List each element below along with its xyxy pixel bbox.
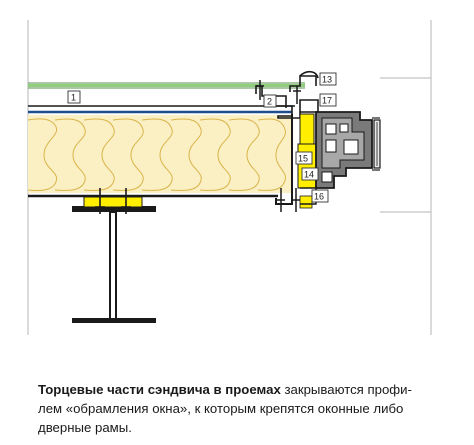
tag-14: 14	[301, 167, 319, 181]
tag-1: 1	[67, 90, 81, 104]
figure-caption: Торцевые части сэндвича в проемах закрыв…	[38, 380, 458, 437]
tag-13: 13	[319, 72, 337, 86]
tag-16: 16	[311, 189, 329, 203]
tag-17: 17	[319, 93, 337, 107]
window-framing-profile	[276, 99, 319, 119]
beam-fastener-plate	[83, 188, 143, 214]
tag-1-text: 1	[71, 93, 76, 103]
caption-line2: лем «обрамления окна», к которым крепятс…	[38, 401, 404, 416]
tag-17-text: 17	[322, 96, 332, 106]
outer-green-film	[28, 82, 305, 89]
caption-bold: Торцевые части сэндвича в проемах	[38, 382, 281, 397]
tag-2: 2	[263, 94, 277, 108]
window-frame	[315, 111, 373, 189]
tag-14-text: 14	[304, 170, 314, 180]
end-closing-profile	[275, 114, 293, 205]
drip-flashing	[299, 70, 319, 79]
tag-15-text: 15	[298, 154, 308, 164]
glazing-unit	[372, 117, 381, 171]
tag-15: 15	[295, 151, 313, 165]
mineral-wool-insulation	[27, 115, 292, 193]
tag-13-text: 13	[322, 75, 332, 85]
tag-2-text: 2	[267, 97, 272, 107]
tag-16-text: 16	[314, 192, 324, 202]
caption-line1-rest: закрываются профи-	[280, 382, 412, 397]
screw-top-right	[293, 86, 301, 104]
screw-bottom	[277, 188, 300, 212]
outer-angle-flashing	[255, 75, 317, 108]
screw-top-left	[256, 80, 264, 100]
steel-i-beam	[72, 206, 156, 323]
caption-line3: дверные рамы.	[38, 420, 132, 435]
sandwich-panel-opening-drawing: 1 2 13 17 15 14 16	[27, 20, 432, 335]
